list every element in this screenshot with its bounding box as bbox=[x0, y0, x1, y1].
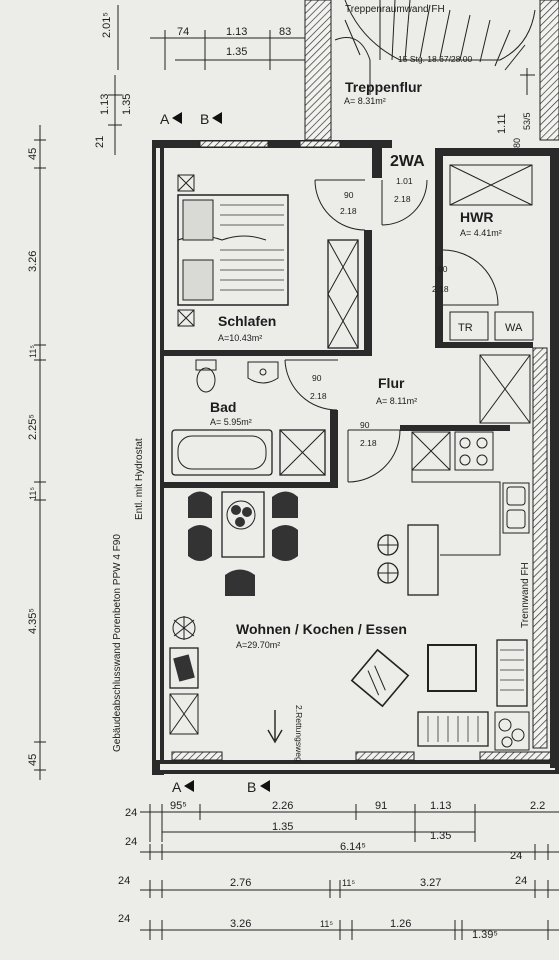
dim-b1-sub-135-b: 1.35 bbox=[430, 830, 451, 842]
dim-left-top-135: 1.35 bbox=[121, 94, 133, 115]
section-markers: A B A B bbox=[160, 111, 270, 795]
dim-b4-326: 3.26 bbox=[230, 918, 251, 930]
door-bad-w: 90 bbox=[312, 373, 322, 383]
unit-label: 2WA bbox=[390, 153, 425, 170]
dim-top-201: 2.01⁵ bbox=[101, 12, 113, 38]
entry-2wa: 2WA 1.01 2.18 bbox=[381, 153, 428, 226]
dim-top-83: 83 bbox=[279, 26, 291, 38]
schlafen-area: A=10.43m² bbox=[218, 333, 262, 343]
treppenflur-area: A= 8.31m² bbox=[344, 96, 386, 106]
wohnen-name: Wohnen / Kochen / Essen bbox=[236, 621, 407, 637]
section-b-bottom: B bbox=[247, 779, 256, 795]
section-a-top: A bbox=[160, 111, 170, 127]
dim-b2-24-r: 24 bbox=[510, 850, 522, 862]
flur-area: A= 8.11m² bbox=[376, 396, 417, 406]
wa-label: WA bbox=[505, 322, 523, 334]
door-schlafen-h: 2.18 bbox=[340, 206, 357, 216]
dim-b1-24: 24 bbox=[125, 807, 137, 819]
treppenflur-name: Treppenflur bbox=[345, 79, 423, 95]
stair-note: 15 Stg. 18.67/28.00 bbox=[398, 54, 472, 64]
dim-right-80: 80 bbox=[512, 138, 522, 148]
section-b-top: B bbox=[200, 111, 209, 127]
stairwell: Treppenraumwand FH 15 Stg. 18.67/28.00 T… bbox=[304, 0, 559, 141]
dim-left-115-a: 11⁵ bbox=[28, 345, 38, 358]
outer-walls bbox=[152, 140, 559, 775]
wall-note: Gebäudeabschlusswand Porenbeton PPW 4 F9… bbox=[112, 534, 123, 752]
dim-b1-91: 91 bbox=[375, 800, 387, 812]
dim-b1-113: 1.13 bbox=[430, 800, 451, 812]
dim-b3-115: 11⁵ bbox=[342, 878, 355, 888]
bed bbox=[177, 194, 289, 306]
coffee-table bbox=[350, 648, 410, 708]
dim-b1-22: 2.2 bbox=[530, 800, 545, 812]
dim-b3-276: 2.76 bbox=[230, 877, 251, 889]
hwr-name: HWR bbox=[460, 209, 493, 225]
trennwand-label: Trennwand FH bbox=[520, 562, 531, 628]
room-bad: Bad A= 5.95m² 90 2.18 bbox=[171, 359, 338, 476]
interior-walls bbox=[164, 148, 548, 749]
hwr-area: A= 4.41m² bbox=[460, 228, 502, 238]
schlafen-name: Schlafen bbox=[218, 313, 276, 329]
flur-name: Flur bbox=[378, 375, 405, 391]
dim-left-115-b: 11⁵ bbox=[28, 487, 38, 500]
door-bad-h: 2.18 bbox=[310, 391, 327, 401]
bad-name: Bad bbox=[210, 399, 236, 415]
section-a-bottom: A bbox=[172, 779, 182, 795]
dim-b2-24-l: 24 bbox=[125, 836, 137, 848]
door-living-h: 2.18 bbox=[360, 438, 377, 448]
bottom-dimensions: 24 95⁵ 2.26 91 1.13 2.2 1.35 1.35 24 6.1… bbox=[118, 800, 559, 941]
dim-top-113: 1.13 bbox=[226, 26, 247, 38]
dim-top-135: 1.35 bbox=[226, 46, 247, 58]
left-top-dimensions: 1.13 1.35 21 bbox=[94, 75, 133, 155]
tr-label: TR bbox=[458, 322, 473, 334]
door-living-w: 90 bbox=[360, 420, 370, 430]
room-flur: Flur A= 8.11m² 90 2.18 bbox=[347, 375, 417, 483]
dim-b3-327: 3.27 bbox=[420, 877, 441, 889]
stair-label: Treppenraumwand FH bbox=[345, 4, 445, 15]
top-dimensions: 74 1.13 83 1.35 2.01⁵ bbox=[101, 5, 305, 70]
dim-left-top-113: 1.13 bbox=[99, 94, 111, 115]
kitchen-island bbox=[407, 524, 439, 596]
dim-right-111: 1.11 bbox=[496, 113, 508, 134]
door-schlafen: 90 2.18 bbox=[314, 179, 366, 231]
dim-left-4355: 4.35⁵ bbox=[27, 608, 39, 634]
shower bbox=[279, 429, 326, 476]
vent-note: Entl. mit Hydrostat bbox=[134, 438, 145, 520]
dim-b3-24-l: 24 bbox=[118, 875, 130, 887]
dim-b2-6145: 6.14⁵ bbox=[340, 841, 366, 853]
dim-b3-24-r: 24 bbox=[515, 875, 527, 887]
door-hwr-w: 90 bbox=[438, 264, 448, 274]
door-hwr-h: 2.18 bbox=[432, 284, 449, 294]
dim-left-326: 3.26 bbox=[27, 251, 39, 272]
dim-right-53: 53/5 bbox=[522, 112, 532, 130]
dim-b4-126: 1.26 bbox=[390, 918, 411, 930]
dim-b4-24: 24 bbox=[118, 913, 130, 925]
dim-b1-sub-135-a: 1.35 bbox=[272, 821, 293, 833]
kitchen: Trennwand FH bbox=[377, 431, 531, 628]
room-hwr: HWR A= 4.41m² 90 2.18 TR WA bbox=[432, 164, 534, 424]
door-schlafen-w: 90 bbox=[344, 190, 354, 200]
dim-top-74: 74 bbox=[177, 26, 189, 38]
dim-left-45-bottom: 45 bbox=[27, 754, 39, 766]
dim-b1-226: 2.26 bbox=[272, 800, 293, 812]
rettungsweg-label: 2.Rettungsweg bbox=[294, 705, 304, 762]
bad-area: A= 5.95m² bbox=[210, 417, 252, 427]
left-dimensions: 45 3.26 11⁵ 2.25⁵ 11⁵ 4.35⁵ 45 bbox=[27, 125, 46, 780]
door-entry-w: 1.01 bbox=[396, 176, 413, 186]
dim-left-45-top: 45 bbox=[27, 148, 39, 160]
dining-table bbox=[221, 491, 265, 558]
bathtub bbox=[171, 429, 273, 476]
dim-left-2255: 2.25⁵ bbox=[27, 414, 39, 440]
dim-left-top-21: 21 bbox=[94, 136, 106, 148]
dim-b4-115: 11⁵ bbox=[320, 919, 333, 929]
dim-b4-1395: 1.39⁵ bbox=[472, 929, 498, 941]
dim-b1-955: 95⁵ bbox=[170, 800, 187, 812]
room-wohnen: Wohnen / Kochen / Essen A=29.70m² 2.Rett… bbox=[169, 491, 530, 762]
wohnen-area: A=29.70m² bbox=[236, 640, 280, 650]
room-schlafen: Schlafen A=10.43m² bbox=[177, 174, 359, 349]
door-entry-h: 2.18 bbox=[394, 194, 411, 204]
